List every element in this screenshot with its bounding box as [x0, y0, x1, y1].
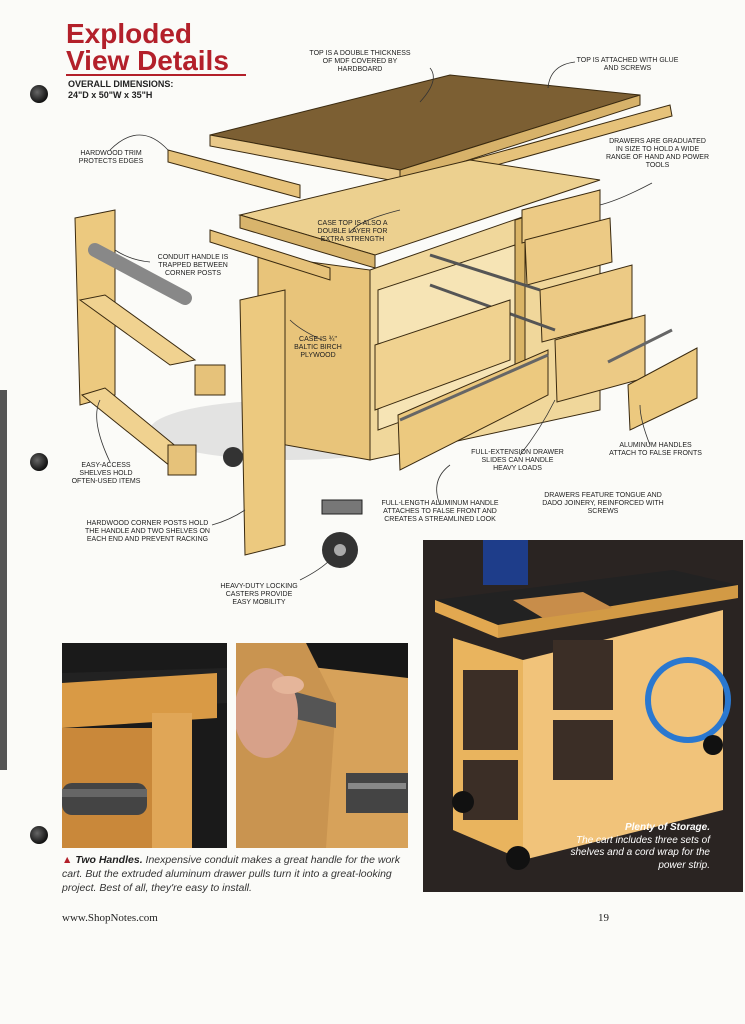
overall-dimensions: OVERALL DIMENSIONS: 24"D x 50"W x 35"H: [68, 79, 174, 100]
leader-lines: [96, 61, 653, 581]
shelf-block: [194, 364, 226, 396]
storage-caption-body: The cart includes three sets of shelves …: [570, 834, 710, 871]
callout-easy-access: EASY-ACCESS SHELVES HOLD OFTEN-USED ITEM…: [71, 462, 141, 485]
exploded-view-diagram: [74, 61, 698, 581]
case-trim-strip: [209, 229, 331, 281]
callout-full-extension: FULL-EXTENSION DRAWER SLIDES CAN HANDLE …: [471, 449, 564, 472]
callout-conduit-handle: CONDUIT HANDLE IS TRAPPED BETWEEN CORNER…: [157, 254, 229, 277]
caster-wheel-rear: [223, 447, 243, 467]
callout-corner-posts: HARDWOOD CORNER POSTS HOLD THE HANDLE AN…: [85, 520, 210, 543]
aluminum-handle-long: [399, 353, 549, 422]
page-edge-shadow: [0, 390, 7, 770]
binder-hole-bottom: [30, 826, 48, 844]
binder-hole-middle: [30, 453, 48, 471]
caster-front: [321, 499, 363, 568]
drawer-left-box: [374, 299, 511, 411]
callout-drawers-graduated: DRAWERS ARE GRADUATED IN SIZE TO HOLD A …: [605, 138, 710, 169]
callout-full-length: FULL-LENGTH ALUMINUM HANDLE ATTACHES TO …: [381, 500, 499, 523]
storage-caption-heading: Plenty of Storage.: [624, 822, 710, 833]
callout-aluminum-handles: ALUMINUM HANDLES ATTACH TO FALSE FRONTS: [609, 442, 702, 457]
callout-top-double: TOP IS A DOUBLE THICKNESS OF MDF COVERED…: [309, 50, 411, 73]
page-title: Exploded View Details: [66, 18, 229, 76]
storage-caption: Plenty of Storage. The cart includes thr…: [560, 822, 710, 872]
footer-website: www.ShopNotes.com: [62, 912, 158, 924]
photo-aluminum-pull: [236, 643, 408, 848]
binder-hole-top: [30, 85, 48, 103]
false-front-long: [397, 349, 549, 471]
shelf-block: [167, 444, 197, 476]
corner-post-front: [239, 289, 286, 556]
drawer-slide: [429, 253, 541, 292]
photo-conduit-handle: [62, 643, 227, 848]
callout-top-attached: TOP IS ATTACHED WITH GLUE AND SCREWS: [576, 57, 679, 72]
triangle-bullet-icon: ▲: [62, 854, 73, 866]
hardwood-trim-left: [167, 149, 301, 199]
conduit-handle: [88, 243, 192, 305]
callout-hardwood-trim: HARDWOOD TRIM PROTECTS EDGES: [78, 150, 144, 165]
two-handles-caption: ▲ Two Handles. Inexpensive conduit makes…: [62, 853, 417, 895]
drawer-2: [524, 217, 613, 286]
callout-case-top: CASE TOP IS ALSO A DOUBLE LAYER FOR EXTR…: [317, 220, 388, 243]
title-underline: [66, 74, 246, 76]
callout-case-plywood: CASE IS ¾" BALTIC BIRCH PLYWOOD: [294, 336, 342, 359]
photo-storage-cart: [423, 540, 743, 892]
false-front-right: [627, 347, 698, 431]
callout-casters: HEAVY-DUTY LOCKING CASTERS PROVIDE EASY …: [220, 583, 298, 606]
caption-body: Inexpensive conduit makes a great handle…: [62, 854, 401, 894]
aluminum-handle-short: [607, 328, 673, 364]
callout-drawers-feature: DRAWERS FEATURE TONGUE AND DADO JOINERY,…: [542, 492, 664, 515]
caption-heading: Two Handles.: [75, 854, 143, 866]
shelf-upper: [78, 294, 197, 366]
page-number: 19: [598, 912, 609, 924]
